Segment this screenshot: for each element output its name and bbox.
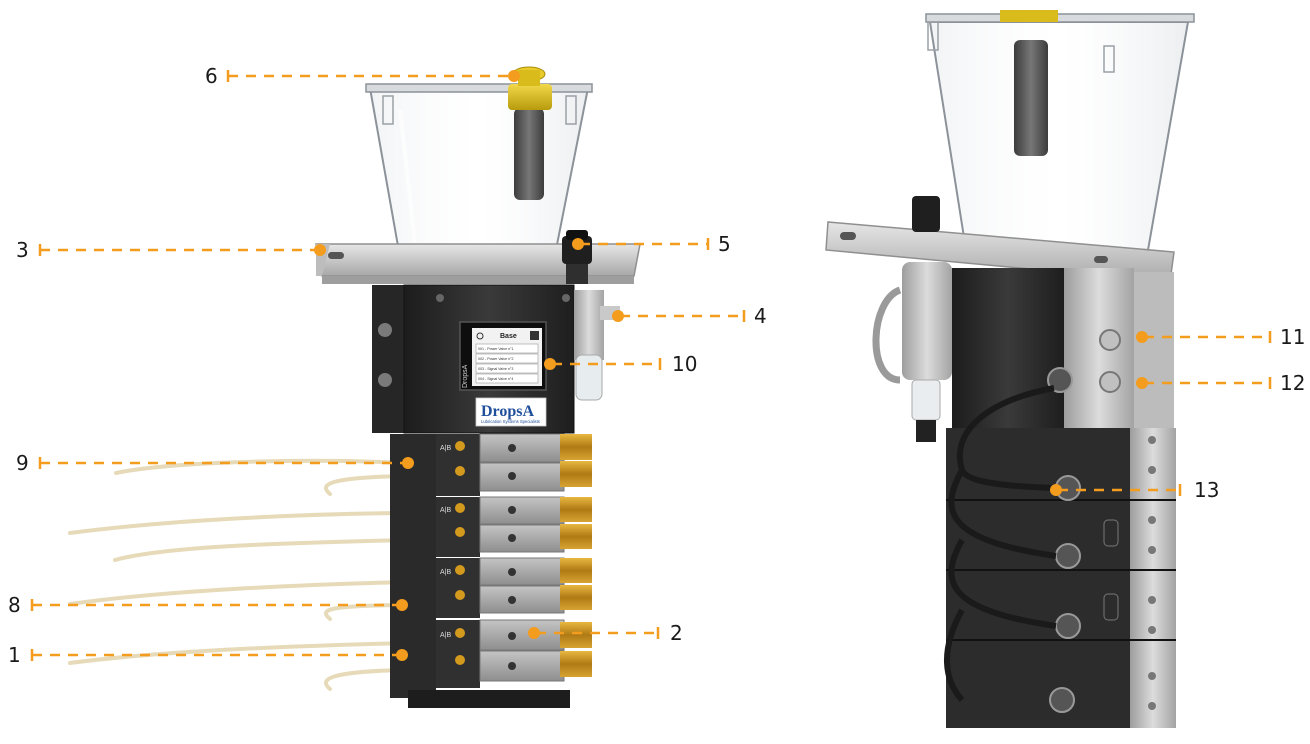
callout-3 [38,244,326,256]
callout-2 [528,627,660,639]
callout-8 [30,599,408,611]
valve-tag: A|B [440,507,451,514]
callout-4 [612,310,746,322]
callout-13 [1050,484,1182,496]
brand-logo: DropsA [481,403,534,420]
valve-module [436,619,592,688]
rear-view-unit [825,10,1195,728]
suction-filter [514,108,544,200]
callout-label-2: 2 [670,621,683,645]
valve-module [436,557,592,618]
mounting-bracket [315,243,641,284]
callout-6 [226,70,520,82]
brand-logo-plate: DropsA Lubrication Systems Specialists [475,397,547,427]
callout-label-1: 1 [8,643,21,667]
valve-tag: A|B [440,445,451,452]
valve-module [436,496,592,557]
hmi-screen: DropsA Base 001 - Power Valve n°1 002 - … [459,321,547,391]
callout-label-12: 12 [1280,371,1305,395]
callout-5 [572,238,710,250]
callout-label-11: 11 [1280,325,1305,349]
valve-tag: A|B [440,632,451,639]
screen-row: 002 - Power Valve n°2 [478,357,514,361]
screen-row: 004 - Signal Valve n°4 [478,377,513,381]
callout-label-10: 10 [672,352,697,376]
reservoir-tank-rear [925,10,1195,251]
callout-label-6: 6 [205,64,218,88]
callout-label-3: 3 [16,238,29,262]
callout-labels: 6 3 5 4 10 9 8 1 2 11 12 13 [8,64,1305,667]
air-inlet-fitting [574,290,620,401]
screen-title: Base [500,333,517,340]
output-tubes [68,458,407,691]
screen-brand: DropsA [462,364,469,388]
callout-1 [30,649,408,661]
screen-row: 003 - Signal Valve n°3 [478,367,513,371]
callout-12 [1136,377,1272,389]
callout-label-9: 9 [16,451,29,475]
valve-module [436,433,592,496]
valve-module-stack: A|B A|B A|B A|B [390,433,592,708]
front-view-unit: DropsA Base 001 - Power Valve n°1 002 - … [68,66,641,708]
screen-row: 001 - Power Valve n°1 [478,347,514,351]
screen-rows: 001 - Power Valve n°1 002 - Power Valve … [475,343,539,384]
valve-tag: A|B [440,569,451,576]
brand-tagline: Lubrication Systems Specialists [481,419,540,424]
filler-cap [508,66,552,110]
callout-label-13: 13 [1194,478,1219,502]
filter-regulator [872,196,952,442]
callout-9 [38,457,414,469]
callout-label-5: 5 [718,232,731,256]
callout-label-4: 4 [754,304,767,328]
pump-body-rear [952,268,1174,428]
callout-label-8: 8 [8,593,21,617]
module-stack-rear [943,385,1176,728]
callout-11 [1136,331,1272,343]
callouts [30,70,1272,661]
callout-10 [544,358,662,370]
